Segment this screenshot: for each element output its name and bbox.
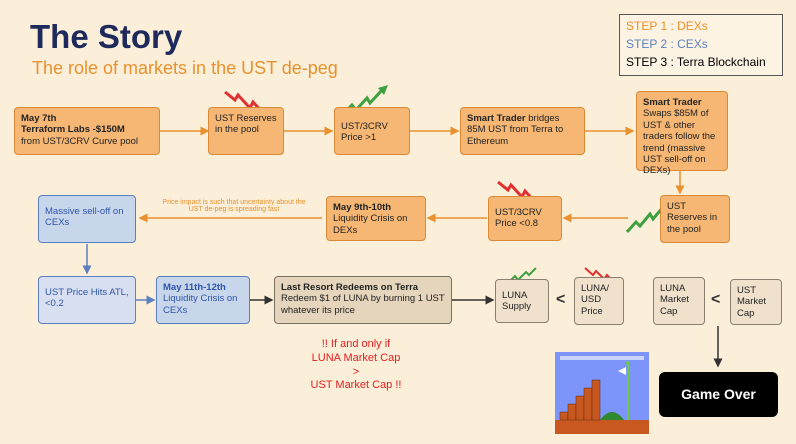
ust3crv-down-box: UST/3CRV Price <0.8 [488,196,562,241]
may7-box: May 7th Terraform Labs -$150M from UST/3… [14,107,160,155]
may11-box: May 11th-12th Liquidity Crisis on CEXs [156,276,250,324]
condition-line4: UST Market Cap !! [310,379,402,392]
may9-box: May 9th-10th Liquidity Crisis on DEXs [326,196,426,241]
luna-supply-label: LUNA Supply [502,290,532,313]
ust-atl-box: UST Price Hits ATL, <0.2 [38,276,136,324]
less-than-1: < [556,291,566,308]
ust-mcap-box: UST Market Cap [730,279,782,325]
legend-step2: STEP 2 : CEXs [626,37,708,51]
massive-selloff-box: Massive sell-off on CEXs [38,195,136,243]
may7-title: May 7th [21,113,57,124]
may9-body: Liquidity Crisis on DEXs [333,213,408,236]
luna-usd-box: LUNA/ USD Price [574,277,624,325]
ust-reserves-1-label: UST Reserves in the pool [215,113,277,136]
ust3crv-up-box: UST/3CRV Price >1 [334,107,410,155]
may7-line2: Terraform Labs -$150M [21,124,125,136]
last-resort-box: Last Resort Redeems on Terra Redeem $1 o… [274,276,452,324]
legend-step3: STEP 3 : Terra Blockchain [626,55,766,69]
may9-title: May 9th-10th [333,202,392,213]
ust-reserves-2-label: UST Reserves in the pool [667,201,718,235]
luna-mcap-box: LUNA Market Cap [653,277,705,325]
smart-swap-box: Smart Trader Swaps $85M of UST & other t… [636,91,728,176]
price-impact-note: Price impact is such that uncertainty ab… [162,199,306,213]
may11-body: Liquidity Crisis on CEXs [163,293,238,316]
condition-line3: > [352,365,360,378]
last-resort-body: Redeem $1 of LUNA by burning 1 UST whate… [281,293,445,316]
ust3crv-down-label: UST/3CRV Price <0.8 [495,207,542,230]
smart-bridge-box: Smart Trader bridges 85M UST from Terra … [460,107,585,155]
may7-line3: from UST/3CRV Curve pool [21,135,139,147]
page-subtitle: The role of markets in the UST de-peg [32,58,338,78]
less-than-2: < [711,291,721,308]
smart-swap-body: Swaps $85M of UST & other traders follow… [643,108,716,177]
ust-mcap-label: UST Market Cap [737,285,767,319]
condition-text: !! If and only if LUNA Market Cap > UST … [296,338,416,393]
condition-line2: LUNA Market Cap [311,351,401,364]
legend: STEP 1 : DEXs STEP 2 : CEXs STEP 3 : Ter… [619,14,783,76]
luna-supply-box: LUNA Supply [495,279,549,323]
page-title: The Story [30,18,183,55]
legend-step1: STEP 1 : DEXs [626,19,708,33]
massive-selloff-label: Massive sell-off on CEXs [45,206,124,229]
ust-atl-label: UST Price Hits ATL, <0.2 [45,287,129,310]
ust-reserves-box-1: UST Reserves in the pool [208,107,284,155]
smart-bridge-bold: Smart Trader [467,113,526,124]
luna-mcap-label: LUNA Market Cap [660,283,690,317]
ust3crv-up-label: UST/3CRV Price >1 [341,121,388,144]
luna-usd-label: LUNA/ USD Price [581,283,609,317]
may11-title: May 11th-12th [163,282,226,293]
last-resort-title: Last Resort Redeems on Terra [281,282,419,293]
condition-line1: !! If and only if [321,338,391,350]
smart-swap-title: Smart Trader [643,97,702,108]
ust-reserves-box-2: UST Reserves in the pool [660,195,730,243]
smart-bridge-rest: bridges 85M UST from Terra to Ethereum [467,113,564,147]
game-over-box: Game Over [659,372,778,417]
